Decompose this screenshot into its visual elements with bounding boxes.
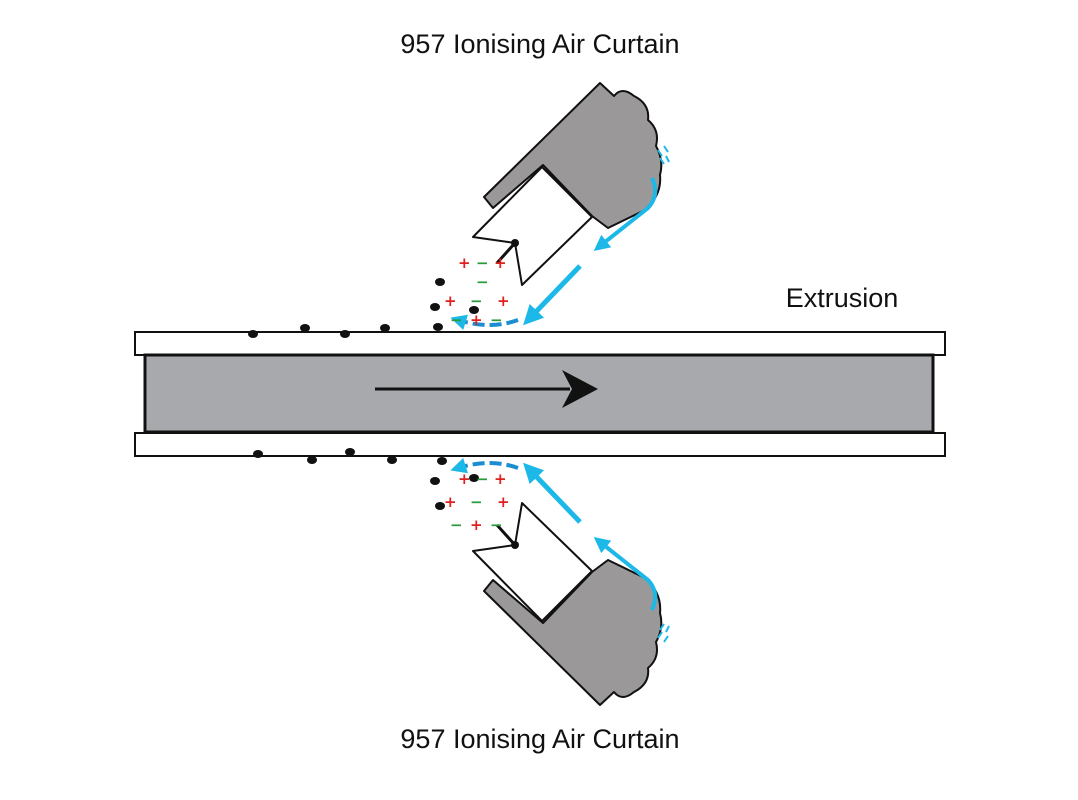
svg-text:−: −	[476, 273, 489, 291]
svg-text:+: +	[497, 292, 510, 310]
svg-text:+: +	[494, 470, 507, 488]
svg-text:−: −	[476, 470, 489, 488]
svg-text:−: −	[450, 516, 463, 534]
svg-text:+: +	[470, 311, 483, 329]
svg-text:−: −	[490, 516, 503, 534]
svg-text:+: +	[444, 292, 457, 310]
svg-text:−: −	[450, 311, 463, 329]
svg-text:+: +	[497, 493, 510, 511]
svg-text:+: +	[470, 516, 483, 534]
bottom-device-label: 957 Ionising Air Curtain	[400, 724, 679, 754]
svg-text:+: +	[458, 470, 471, 488]
ion-charges-bottom: + − + + − + − + −	[444, 470, 510, 534]
top-device-label: 957 Ionising Air Curtain	[400, 29, 679, 59]
extrusion-label: Extrusion	[786, 283, 899, 313]
top-air-curtain	[430, 83, 669, 325]
svg-text:+: +	[458, 254, 471, 272]
dust-on-extrusion	[248, 323, 447, 465]
svg-text:−: −	[470, 292, 483, 310]
svg-text:+: +	[494, 254, 507, 272]
svg-text:−: −	[490, 311, 503, 329]
ion-charges-top: + − − + + − + − + −	[444, 254, 510, 329]
svg-text:−: −	[476, 254, 489, 272]
direction-arrowhead	[562, 370, 598, 408]
svg-text:+: +	[444, 493, 457, 511]
extrusion	[134, 331, 946, 457]
bottom-air-curtain	[430, 463, 669, 705]
svg-text:−: −	[470, 493, 483, 511]
